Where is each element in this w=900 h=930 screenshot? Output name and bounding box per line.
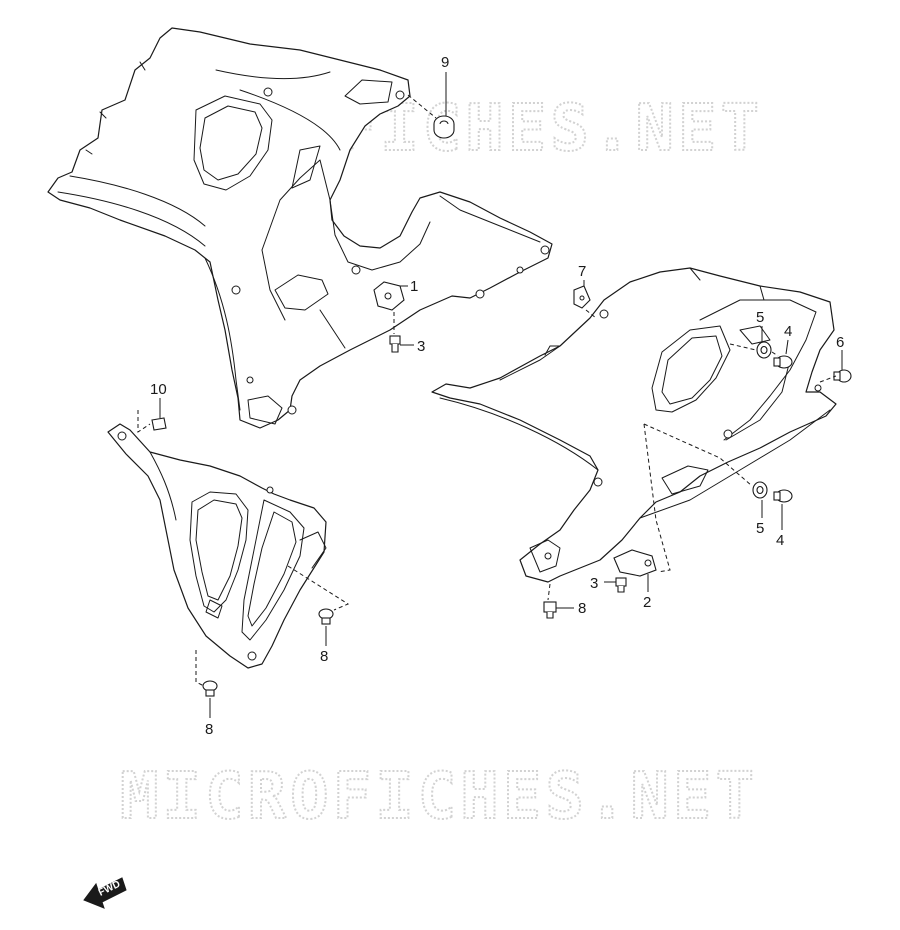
callout-4-lower: 4 [776, 532, 784, 549]
inner-fairing-right [431, 267, 837, 583]
screw-3-lower [615, 577, 627, 593]
screw-3-upper [389, 335, 401, 353]
callout-5-lower: 5 [756, 520, 764, 537]
callout-8-mid: 8 [320, 648, 328, 665]
inner-fairing-upper-left [47, 27, 553, 429]
grommet-5-upper [756, 341, 772, 359]
fwd-arrow-icon: FWD [83, 877, 127, 909]
callout-2: 2 [643, 594, 651, 611]
callout-3-lower: 3 [590, 575, 598, 592]
callout-10: 10 [150, 381, 167, 398]
callout-6: 6 [836, 334, 844, 351]
bolt-8-bottom [202, 680, 218, 697]
callout-3-upper: 3 [417, 338, 425, 355]
bolt-8-mid [318, 608, 334, 625]
bracket-2 [613, 549, 657, 577]
clip-nut-7 [573, 285, 591, 309]
bolt-4-upper [773, 355, 793, 369]
bolt-6 [833, 369, 852, 383]
grommet-5-lower [752, 481, 768, 499]
bolt-4-lower [773, 489, 793, 503]
grommet-9 [433, 115, 455, 139]
bracket-1 [373, 281, 405, 311]
callout-4-upper: 4 [784, 323, 792, 340]
callout-9: 9 [441, 54, 449, 71]
callout-8-right: 8 [578, 600, 586, 617]
callout-5-upper: 5 [756, 309, 764, 326]
callout-8-bottom: 8 [205, 721, 213, 738]
clip-10 [151, 417, 167, 431]
watermark-bottom: MICROFICHES.NET [120, 760, 758, 834]
leader-lines [137, 72, 843, 718]
callout-7: 7 [578, 263, 586, 280]
side-cover-lower-left [107, 423, 327, 669]
callout-labels: 9 1 3 7 5 4 6 10 5 4 3 2 8 8 8 [150, 54, 844, 738]
bolt-8-right [543, 601, 557, 619]
callout-1: 1 [410, 278, 418, 295]
